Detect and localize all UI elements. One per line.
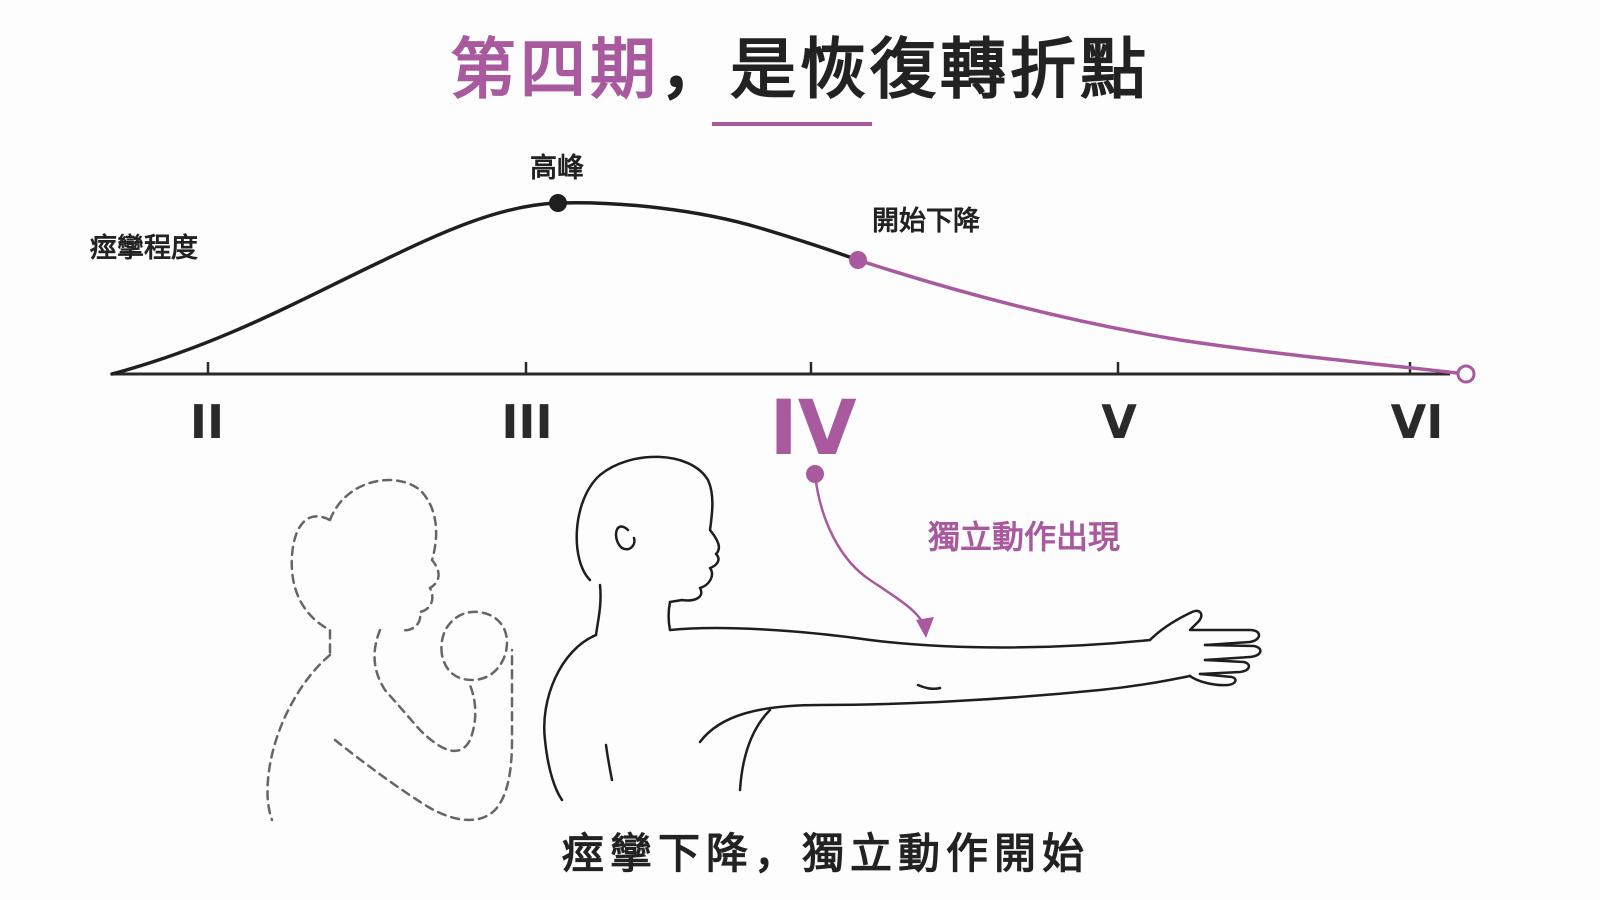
title-separator: ，: [660, 31, 730, 108]
peak-label: 高峰: [530, 152, 584, 184]
annotation-arrowhead-icon: [916, 617, 934, 638]
decline-label: 開始下降: [872, 205, 981, 237]
dashed-person-fist-icon: [266, 478, 514, 822]
stage-label-v: V: [1101, 395, 1137, 449]
spasticity-curve-rising: [110, 200, 860, 376]
person-arm-extended-icon: [543, 455, 1262, 802]
stage-label-iv-active: IV: [769, 383, 856, 472]
peak-marker: [549, 194, 567, 212]
annotation-pointer: [813, 473, 927, 629]
title-accent: 第四期: [450, 31, 660, 108]
page-title: 第四期，是恢復轉折點: [450, 31, 1150, 108]
stage-label-ii: II: [190, 395, 224, 449]
decline-marker: [849, 251, 867, 269]
stage-label-vi: VI: [1391, 395, 1444, 449]
stage-label-iii: III: [501, 395, 552, 449]
y-axis-label: 痙攣程度: [90, 232, 198, 264]
title-main: 是恢復轉折點: [730, 31, 1150, 108]
annotation-label: 獨立動作出現: [928, 518, 1120, 556]
bottom-caption: 痙攣下降，獨立動作開始: [562, 829, 1090, 878]
curve-end-marker: [1456, 364, 1476, 384]
spasticity-curve-declining: [856, 258, 1468, 376]
